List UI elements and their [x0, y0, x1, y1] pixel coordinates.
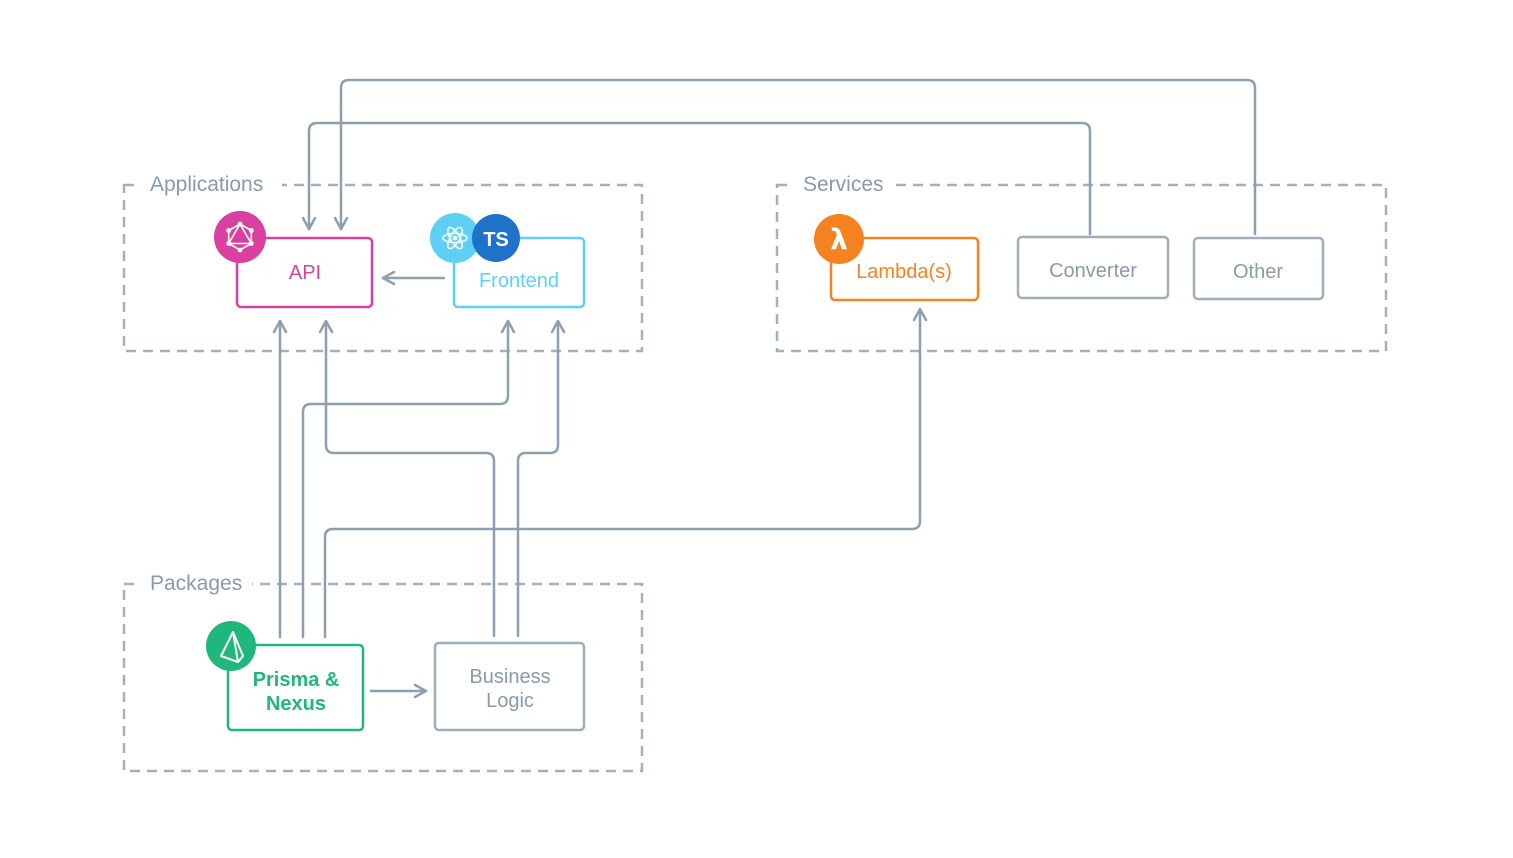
services-group: Services	[775, 172, 1388, 353]
frontend-label: Frontend	[479, 270, 559, 292]
packages-group-label: Packages	[150, 572, 242, 595]
applications-group-border	[122, 183, 644, 353]
lambda-node[interactable]: Lambda(s) λ	[814, 214, 980, 302]
other-label: Other	[1233, 261, 1283, 283]
frontend-node[interactable]: Frontend TS	[430, 213, 586, 309]
prisma-nexus-label-line2: Nexus	[266, 693, 326, 715]
prisma-icon	[206, 621, 256, 671]
other-node[interactable]: Other	[1192, 236, 1325, 301]
api-node[interactable]: API	[214, 211, 374, 309]
lambda-icon: λ	[814, 214, 864, 264]
converter-node[interactable]: Converter	[1016, 235, 1170, 300]
applications-group: Applications	[122, 172, 644, 353]
packages-group-border	[122, 582, 644, 773]
connector-prisma-to-frontend	[301, 319, 516, 639]
typescript-badge-text: TS	[483, 229, 509, 251]
packages-group: Packages	[122, 571, 644, 773]
react-icon	[430, 213, 480, 263]
connectors	[272, 78, 1257, 699]
lambda-box	[829, 236, 980, 302]
converter-box	[1016, 235, 1170, 300]
business-logic-label-line1: Business	[469, 666, 550, 688]
prisma-nexus-label-line1: Prisma &	[253, 669, 340, 691]
graphql-icon	[214, 211, 266, 263]
prisma-nexus-box	[226, 643, 365, 732]
applications-group-label: Applications	[150, 173, 263, 196]
connector-other-to-api	[333, 78, 1257, 236]
connector-business-to-api	[318, 319, 496, 638]
converter-label: Converter	[1049, 260, 1137, 282]
api-label: API	[289, 262, 321, 284]
prisma-nexus-node[interactable]: Prisma & Nexus	[206, 621, 365, 732]
lambda-badge-text: λ	[830, 223, 848, 256]
api-box	[235, 236, 374, 309]
typescript-icon: TS	[472, 214, 520, 262]
connector-business-to-frontend	[516, 319, 566, 638]
other-box	[1192, 236, 1325, 301]
business-logic-label-line2: Logic	[486, 690, 534, 712]
business-logic-box	[433, 641, 586, 732]
connector-converter-to-api	[301, 121, 1092, 236]
services-group-border	[775, 183, 1388, 353]
business-logic-node[interactable]: Business Logic	[433, 641, 586, 732]
connector-prisma-to-lambda	[323, 307, 928, 639]
lambda-label: Lambda(s)	[856, 261, 952, 283]
services-group-label: Services	[803, 173, 884, 196]
